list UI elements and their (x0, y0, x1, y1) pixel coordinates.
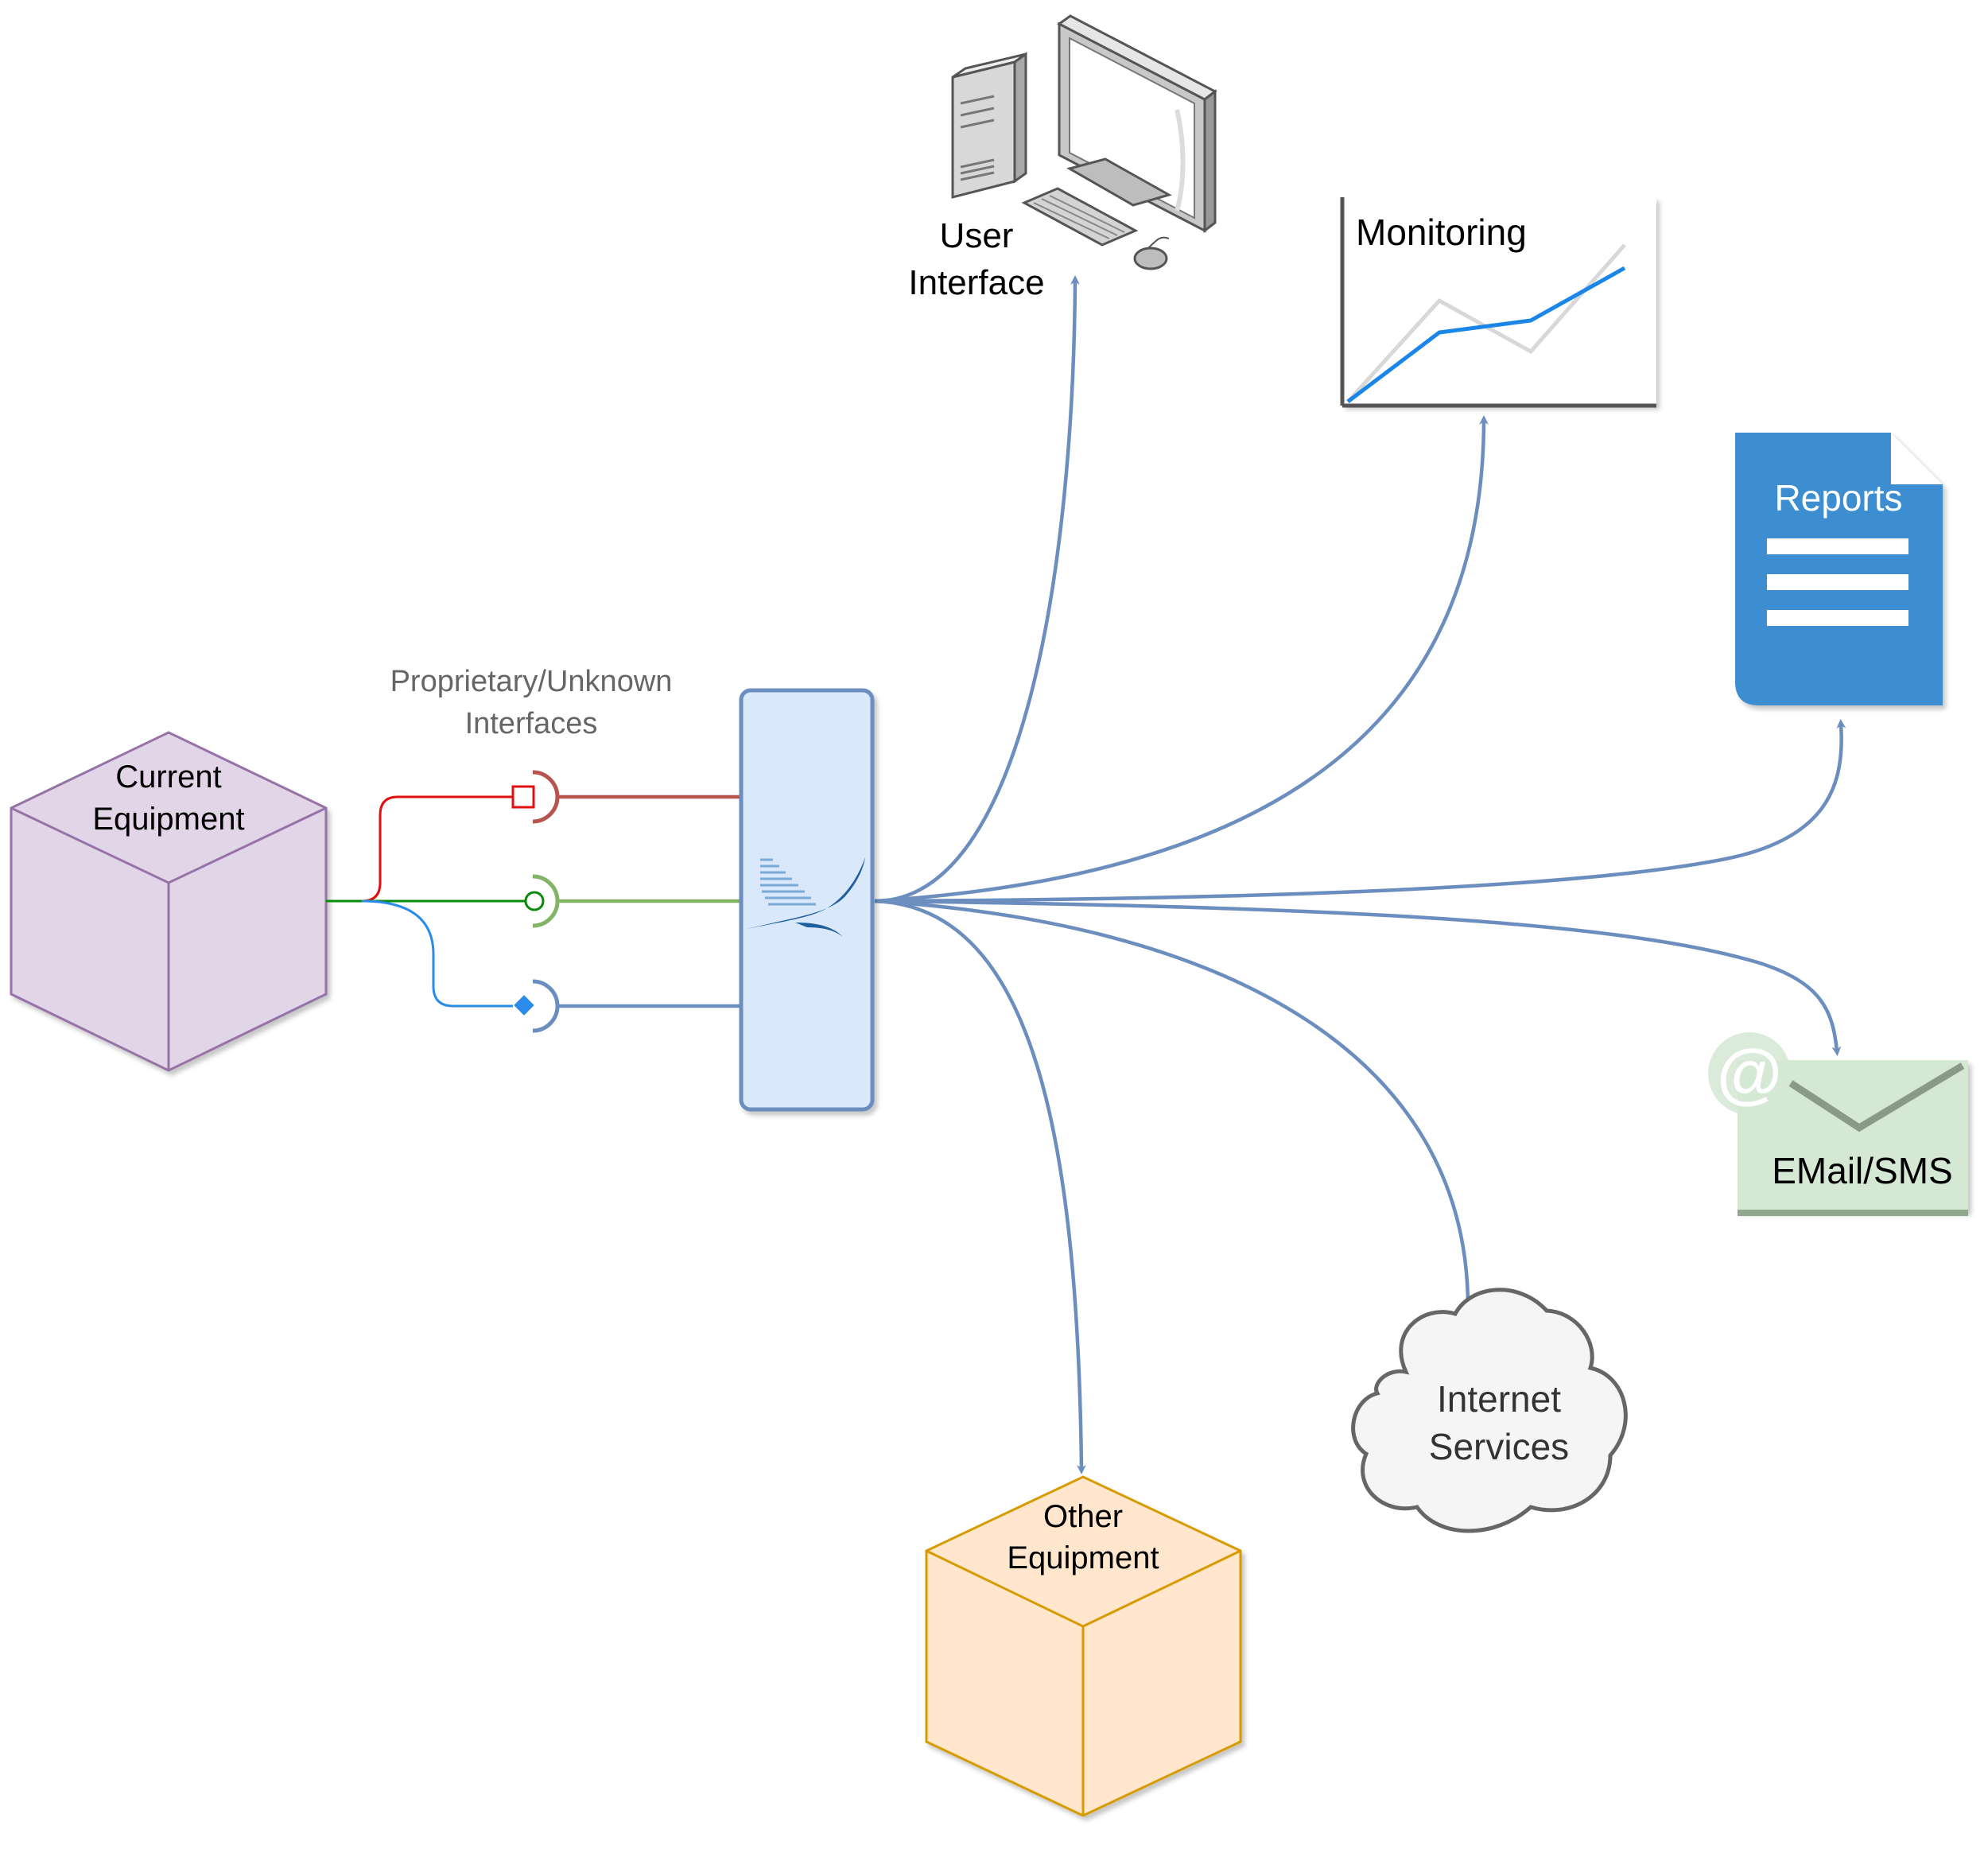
connector-to-reports (874, 719, 1846, 903)
red-socket (532, 770, 560, 824)
green-socket (532, 874, 560, 928)
user-interface-label-line1: User (940, 216, 1014, 255)
connector-to-internet-services (874, 899, 1474, 1317)
other-equipment-label-line2: Equipment (1007, 1540, 1159, 1575)
current-equipment-label-line1: Current (115, 760, 221, 794)
red-square-endpoint (511, 785, 535, 809)
line-chart-icon[interactable] (1340, 197, 1656, 408)
internet-services-label-line1: Internet (1437, 1378, 1561, 1420)
document-icon[interactable] (1735, 433, 1943, 705)
svg-text:@: @ (1717, 1035, 1782, 1110)
link-blue (361, 899, 513, 1008)
connector-to-other-equipment (874, 899, 1086, 1474)
reports-title: Reports (1774, 477, 1902, 519)
at-sign-icon: @ (1708, 1032, 1791, 1115)
current-equipment-cube[interactable] (10, 731, 328, 1072)
interface-links (326, 770, 741, 1033)
document-lines (1767, 538, 1908, 626)
interfaces-caption-line2: Interfaces (465, 707, 598, 740)
cloud-icon[interactable] (1351, 1288, 1628, 1533)
internet-services-label-line2: Services (1429, 1426, 1569, 1467)
current-equipment-label-line2: Equipment (92, 802, 244, 837)
connectors (874, 275, 1846, 1474)
green-circle-endpoint (524, 891, 545, 911)
link-red (326, 795, 513, 903)
user-interface-label-line2: Interface (908, 263, 1044, 302)
desktop-computer-icon[interactable] (951, 14, 1217, 270)
chart-blue-series (1346, 266, 1626, 403)
connector-to-user-interface (874, 275, 1080, 903)
connector-to-email (874, 899, 1842, 1056)
interfaces-caption-line1: Proprietary/Unknown (390, 665, 673, 698)
email-sms-title: EMail/SMS (1772, 1150, 1952, 1191)
connector-to-monitoring (874, 415, 1489, 903)
bird-logo-icon (747, 857, 865, 937)
other-equipment-cube[interactable] (925, 1475, 1242, 1817)
other-equipment-label-line1: Other (1043, 1499, 1123, 1534)
hub-device[interactable] (739, 688, 875, 1112)
blue-socket (532, 979, 560, 1033)
monitoring-title: Monitoring (1356, 212, 1527, 253)
blue-diamond-endpoint (514, 995, 534, 1016)
